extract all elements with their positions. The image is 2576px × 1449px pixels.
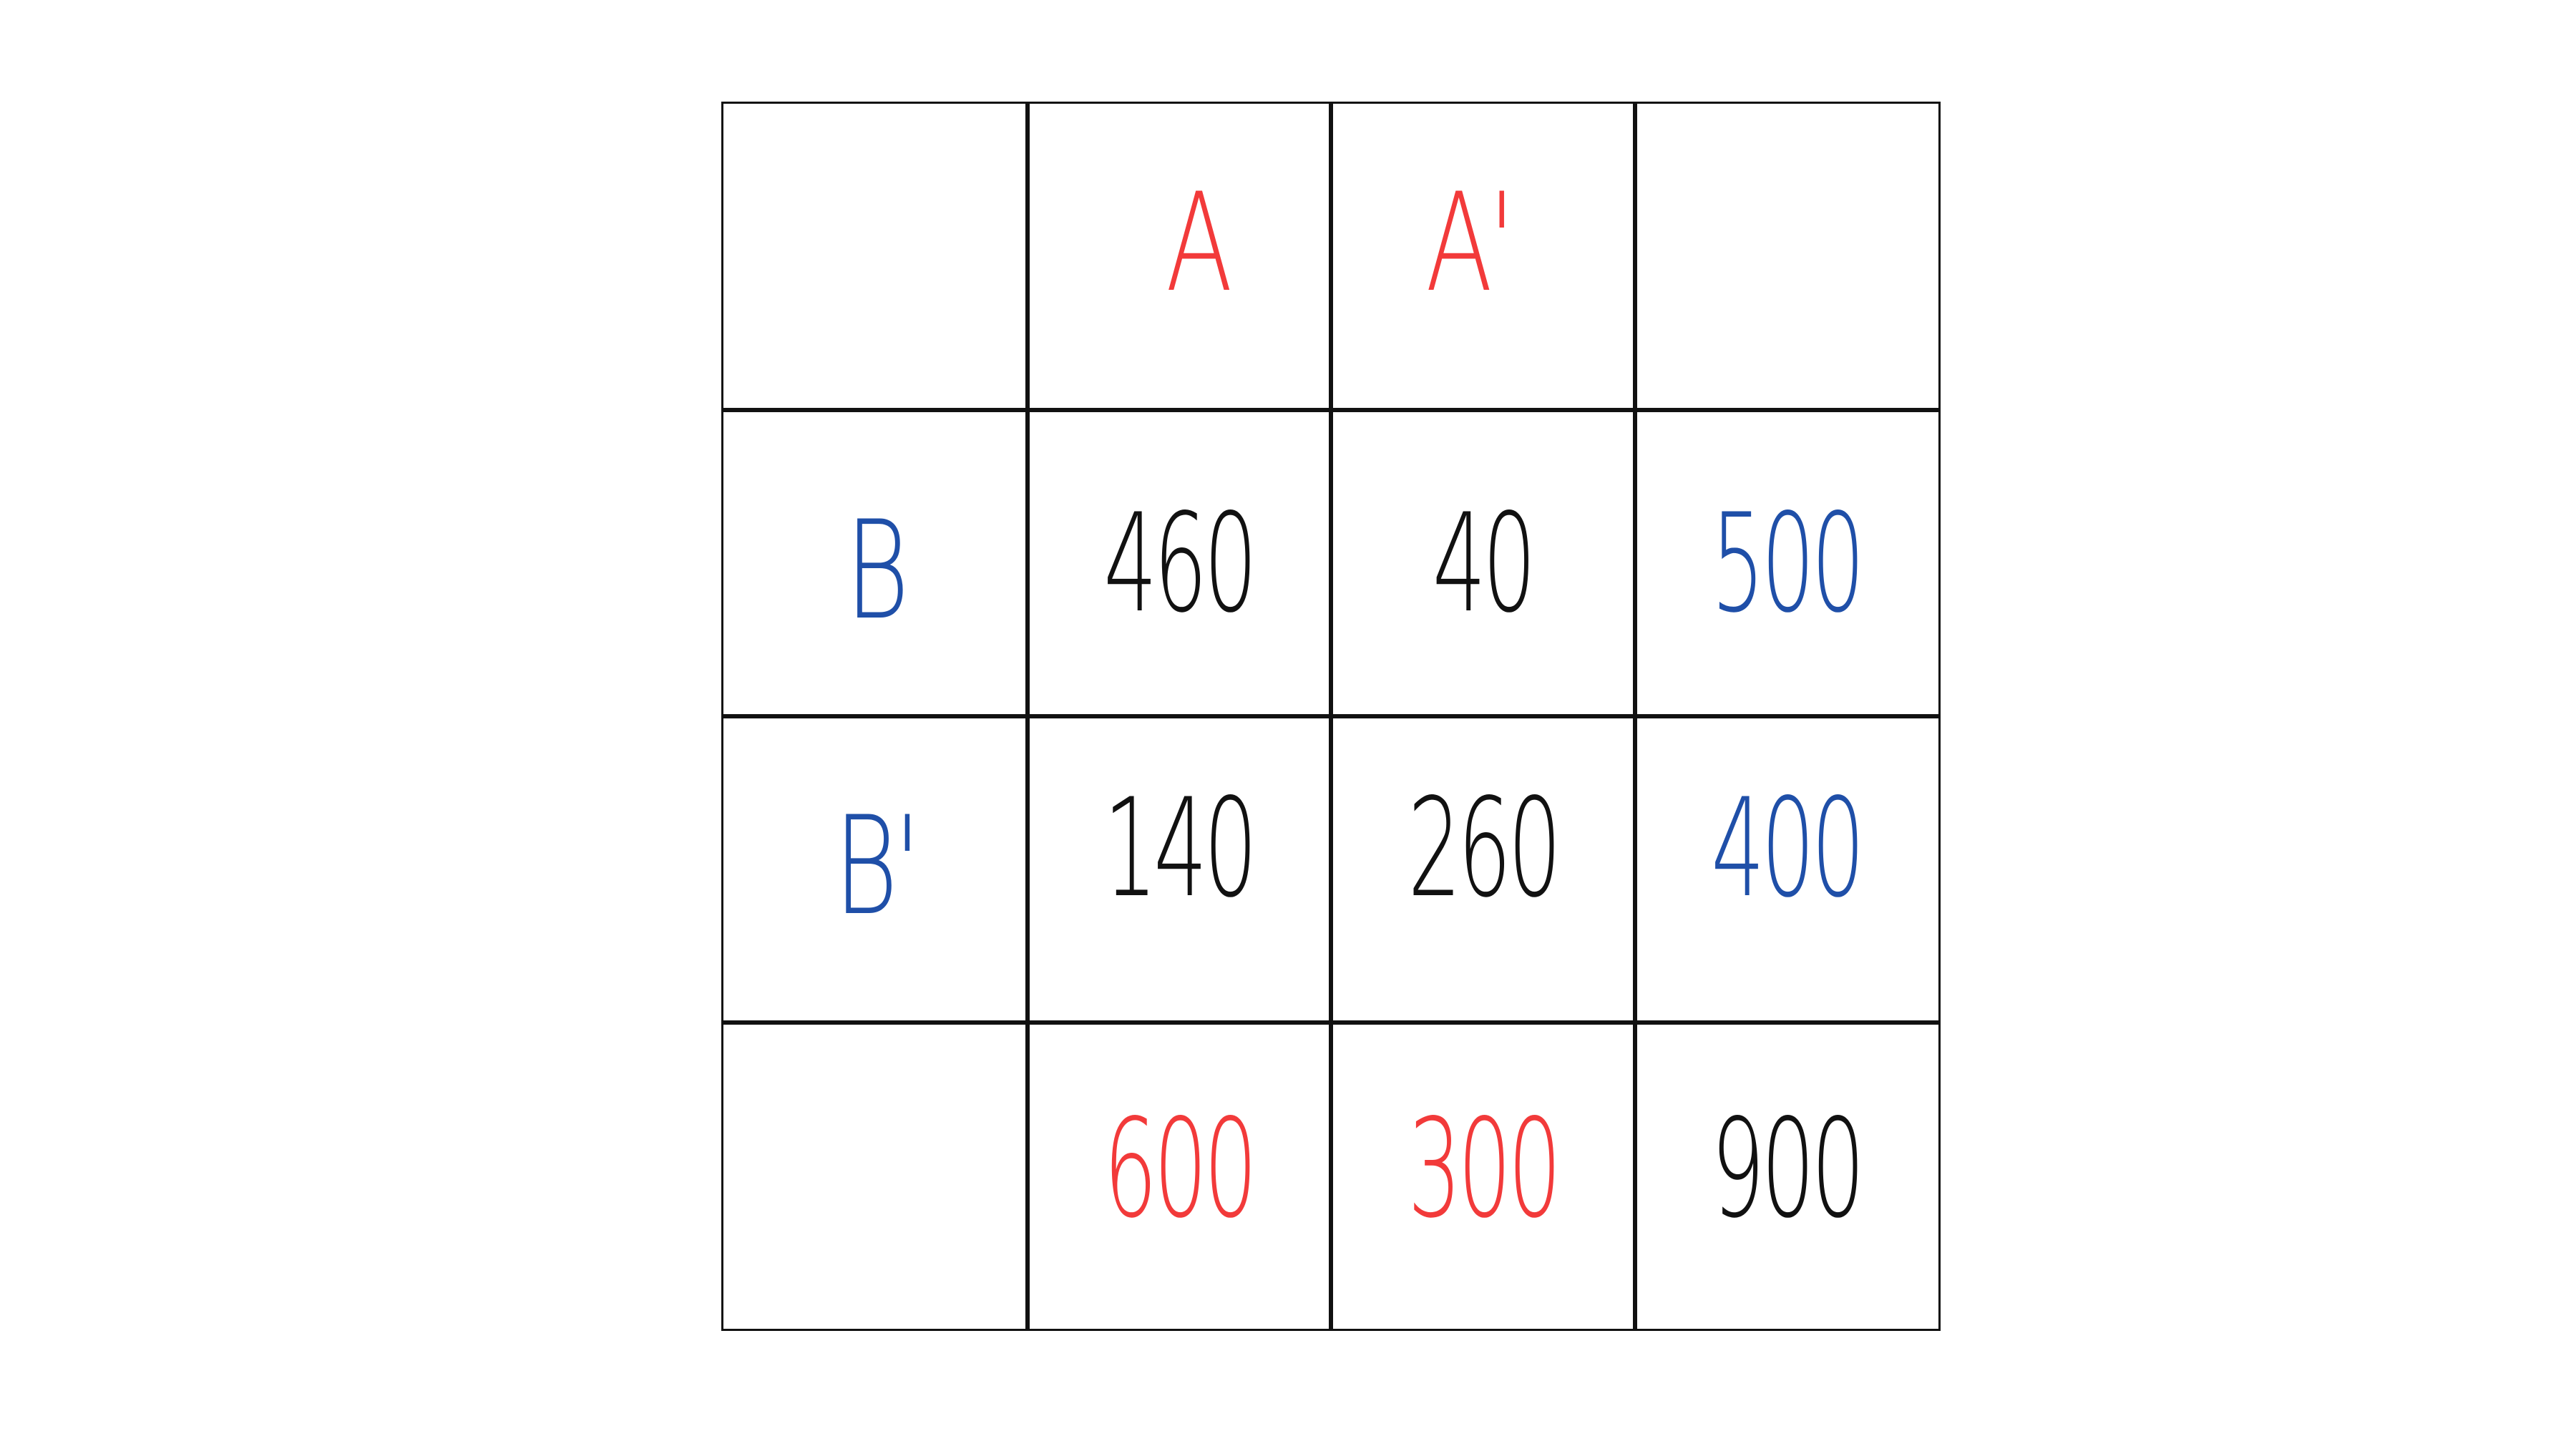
totals-row: 600 300 900: [723, 1023, 1938, 1329]
column-header-a-prime: A': [1331, 104, 1635, 410]
column-total-a-prime: 300: [1331, 1023, 1635, 1329]
total-header-cell: [1635, 104, 1939, 410]
row-header-b-prime-label: B': [834, 786, 920, 945]
table-row: B 460 40 500: [723, 410, 1938, 716]
row-header-b: B: [723, 410, 1028, 716]
row-header-b-prime: B': [723, 716, 1028, 1023]
cell-b-prime-a: 140: [1028, 716, 1332, 1023]
grand-total-value: 900: [1711, 1089, 1865, 1248]
grid-line-vertical: [1632, 104, 1637, 1329]
cell-b-prime-a-value: 140: [1103, 769, 1258, 927]
column-header-a-label: A: [1165, 163, 1233, 322]
header-row: A A': [723, 104, 1938, 410]
grid-line-vertical: [1025, 104, 1030, 1329]
cell-b-prime-a-prime: 260: [1331, 716, 1635, 1023]
column-total-a-prime-value: 300: [1407, 1089, 1561, 1248]
row-total-b-prime: 400: [1635, 716, 1939, 1023]
cell-b-a-prime: 40: [1331, 410, 1635, 716]
corner-cell: [723, 104, 1028, 410]
row-header-b-label: B: [845, 491, 909, 650]
totals-label-cell: [723, 1023, 1028, 1329]
row-total-b: 500: [1635, 410, 1939, 716]
row-total-b-prime-value: 400: [1711, 769, 1865, 927]
table-row: B' 140 260 400: [723, 716, 1938, 1023]
grid-line-vertical: [1329, 104, 1333, 1329]
row-total-b-value: 500: [1711, 484, 1865, 643]
cell-b-a: 460: [1028, 410, 1332, 716]
cell-b-a-prime-value: 40: [1433, 484, 1536, 643]
grand-total: 900: [1635, 1023, 1939, 1329]
column-header-a-prime-label: A': [1425, 163, 1515, 322]
column-total-a-value: 600: [1103, 1089, 1258, 1248]
contingency-table: A A' B 460 40 500 B' 140 260: [721, 102, 1941, 1331]
cell-b-a-value: 460: [1103, 484, 1258, 643]
cell-b-prime-a-prime-value: 260: [1407, 769, 1561, 927]
column-header-a: A: [1028, 104, 1332, 410]
column-total-a: 600: [1028, 1023, 1332, 1329]
